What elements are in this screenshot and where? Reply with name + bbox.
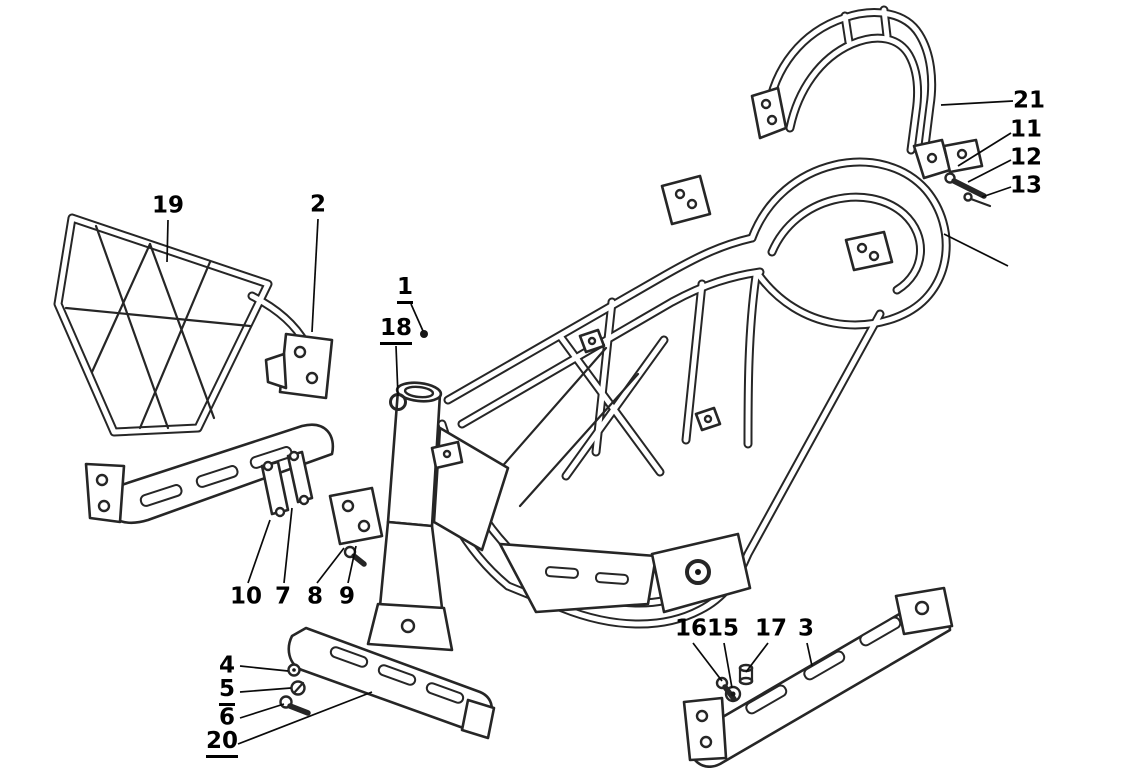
leader-line-10: [247, 519, 271, 584]
part-number-1: 1: [396, 276, 414, 304]
leader-line-7: [283, 507, 293, 584]
lattice-lines: [64, 224, 640, 508]
part-number-7: 7: [274, 583, 292, 610]
leader-line-2: [311, 218, 319, 333]
leader-line-1: [410, 303, 424, 332]
leader-line-15: [723, 642, 733, 689]
part-number-6: 6: [218, 704, 236, 731]
leader-line-20: [237, 691, 373, 745]
leader-line-6: [239, 703, 285, 719]
part-number-4: 4: [218, 652, 236, 679]
leader-line-17: [745, 642, 769, 673]
part-number-16: 16: [674, 615, 708, 642]
leader-line-16: [692, 642, 723, 682]
part-number-20: 20: [205, 730, 239, 758]
part-number-10: 10: [229, 583, 263, 610]
leader-line-8: [316, 547, 345, 584]
leader-line-3: [806, 642, 813, 667]
part-number-12: 12: [1009, 144, 1043, 171]
part-number-8: 8: [306, 583, 324, 610]
leader-line-12: [967, 159, 1012, 183]
leader-line-4: [239, 665, 289, 672]
part-number-2: 2: [309, 191, 327, 218]
part-number-19: 19: [151, 192, 185, 219]
leader-line-11: [957, 132, 1012, 167]
part-number-9: 9: [338, 583, 356, 610]
part-number-17: 17: [754, 615, 788, 642]
part-number-11: 11: [1009, 116, 1043, 143]
part-number-21: 21: [1012, 87, 1046, 114]
leader-line-extra-0: [943, 233, 1009, 267]
part-number-15: 15: [706, 615, 740, 642]
part-number-18: 18: [379, 317, 413, 345]
leader-line-21: [940, 100, 1014, 106]
part-number-13: 13: [1009, 172, 1043, 199]
leader-line-18: [395, 345, 399, 397]
leader-line-9: [347, 545, 357, 584]
plates-and-brackets: [84, 86, 992, 768]
callout-1-dot: [420, 330, 428, 338]
leader-line-19: [166, 219, 169, 263]
leader-line-5: [239, 687, 292, 693]
leader-line-13: [981, 186, 1012, 198]
part-number-3: 3: [797, 615, 815, 642]
part-number-5: 5: [218, 678, 236, 706]
